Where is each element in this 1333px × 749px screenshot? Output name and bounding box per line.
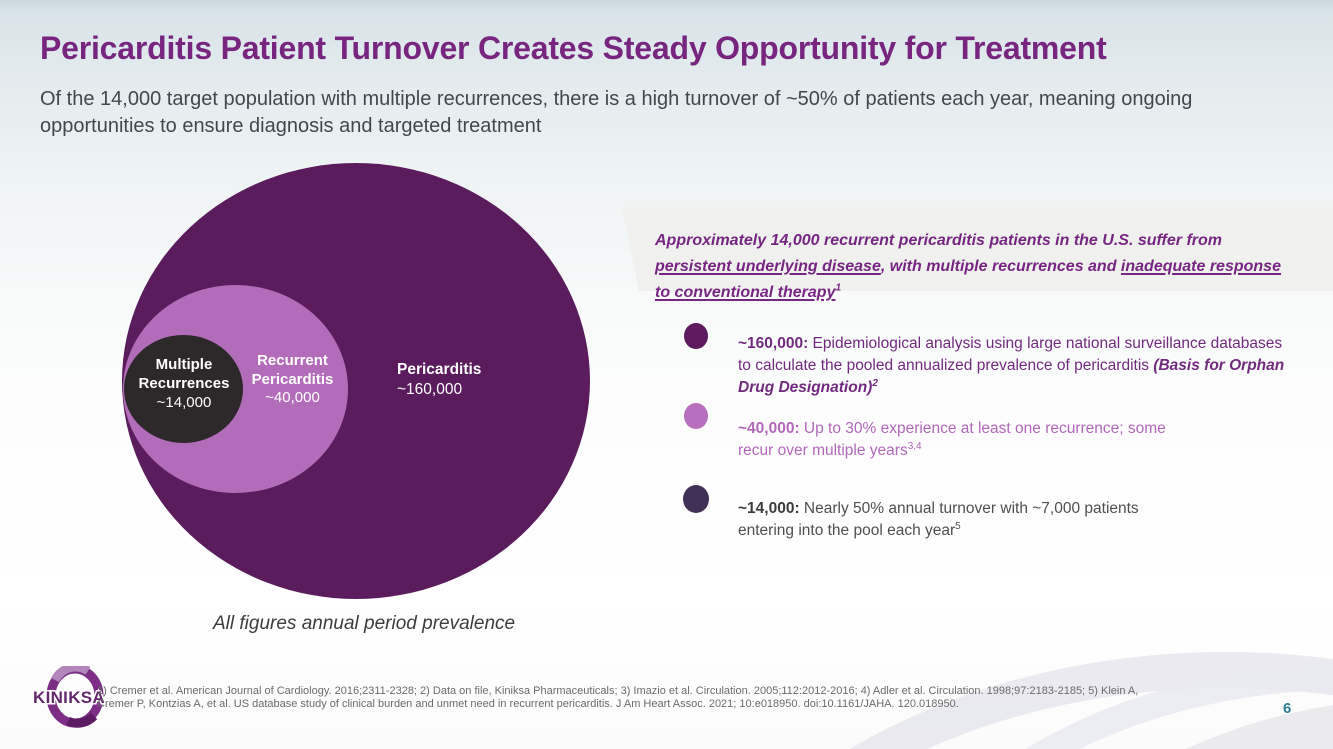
bullet-lead: ~40,000:: [738, 419, 800, 437]
venn-label-line: Recurrent: [257, 352, 328, 369]
bullet-lead: ~160,000:: [738, 334, 809, 352]
page-number: 6: [1283, 700, 1292, 717]
bullet-lead: ~14,000:: [738, 499, 800, 517]
kiniksa-logo-ring-shadow: [66, 712, 98, 728]
callout-superscript: 1: [835, 282, 842, 294]
slide-title: Pericarditis Patient Turnover Creates St…: [40, 30, 1107, 66]
venn-value: ~40,000: [265, 389, 320, 406]
venn-value: ~14,000: [156, 394, 212, 411]
bullet-body: Up to 30% experience at least one recurr…: [738, 419, 1166, 459]
kiniksa-logo-text: KINIKSA: [33, 688, 105, 707]
venn-label-line: Recurrences: [138, 375, 230, 392]
bullet-emphasis: (Basis for Orphan Drug Designation): [738, 356, 1285, 396]
venn-label-line: Pericarditis: [397, 361, 482, 378]
bullet-14000: ~14,000: Nearly 50% annual turnover with…: [738, 498, 1193, 542]
venn-circle-multiple-recurrences: [124, 335, 243, 443]
callout-statement: Approximately 14,000 recurrent pericardi…: [655, 228, 1300, 306]
venn-label-pericarditis: Pericarditis ~160,000: [397, 360, 557, 400]
bullet-dot-14000: [683, 485, 709, 513]
bullet-superscript: 3,4: [907, 440, 922, 452]
callout-part2: , with multiple recurrences and: [880, 258, 1121, 275]
bullet-body: Epidemiological analysis using large nat…: [738, 334, 1283, 374]
bullet-dot-160000: [684, 323, 708, 349]
venn-label-line: Pericarditis: [251, 370, 334, 388]
references: 1) Cremer et al. American Journal of Car…: [97, 685, 1139, 710]
kiniksa-logo-ring-highlight: [51, 666, 91, 683]
venn-value: ~160,000: [397, 381, 463, 398]
bullet-40000: ~40,000: Up to 30% experience at least o…: [738, 418, 1193, 462]
bullet-body: Nearly 50% annual turnover with ~7,000 p…: [738, 499, 1139, 539]
callout-underline2: inadequate response to conventional ther…: [655, 258, 1281, 301]
venn-label-recurrent-pericarditis: Recurrent Pericarditis ~40,000: [235, 352, 350, 408]
venn-label-multiple-recurrences: Multiple Recurrences ~14,000: [126, 355, 242, 412]
callout-part1: Approximately 14,000 recurrent pericardi…: [655, 232, 1222, 249]
bullet-superscript: 5: [955, 520, 961, 532]
callout-box: [622, 207, 1333, 291]
callout-underline1: persistent underlying disease: [655, 258, 881, 275]
bullet-superscript: 2: [872, 377, 878, 389]
slide-subtitle: Of the 14,000 target population with mul…: [40, 88, 1193, 137]
bullet-160000: ~160,000: Epidemiological analysis using…: [738, 333, 1286, 399]
diagram-caption: All figures annual period prevalence: [213, 613, 516, 634]
venn-label-line: Multiple: [155, 356, 213, 373]
bullet-dot-40000: [684, 403, 708, 429]
kiniksa-logo: KINIKSA: [32, 666, 106, 728]
